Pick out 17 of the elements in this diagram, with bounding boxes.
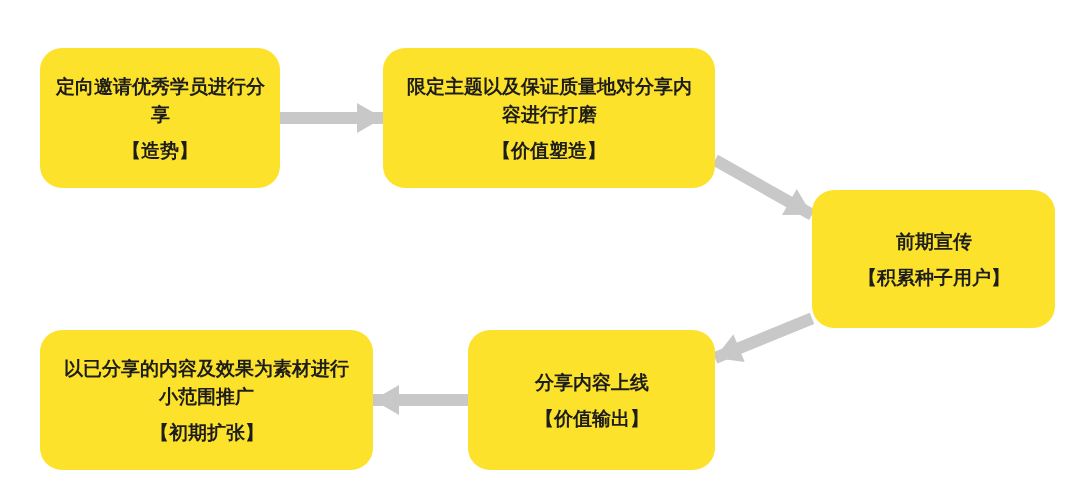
step-stage-label: 【积累种子用户】 xyxy=(857,265,1010,290)
arrow xyxy=(280,103,383,133)
step-description: 定向邀请优秀学员进行分享 xyxy=(54,74,266,127)
step-description: 以已分享的内容及效果为素材进行小范围推广 xyxy=(63,356,350,409)
step-description: 前期宣传 xyxy=(895,229,972,254)
arrow xyxy=(373,385,468,415)
process-box xyxy=(40,48,280,188)
process-box xyxy=(40,330,373,470)
step-description: 限定主题以及保证质量地对分享内容进行打磨 xyxy=(405,74,693,127)
step-description: 分享内容上线 xyxy=(534,370,649,395)
step-stage-label: 【价值塑造】 xyxy=(492,138,606,163)
step-stage-label: 【价值输出】 xyxy=(534,406,649,431)
step-stage-label: 【初期扩张】 xyxy=(149,420,264,445)
step-stage-label: 【造势】 xyxy=(122,138,198,163)
process-box xyxy=(812,190,1055,328)
process-box xyxy=(468,330,715,470)
process-box xyxy=(383,48,715,188)
